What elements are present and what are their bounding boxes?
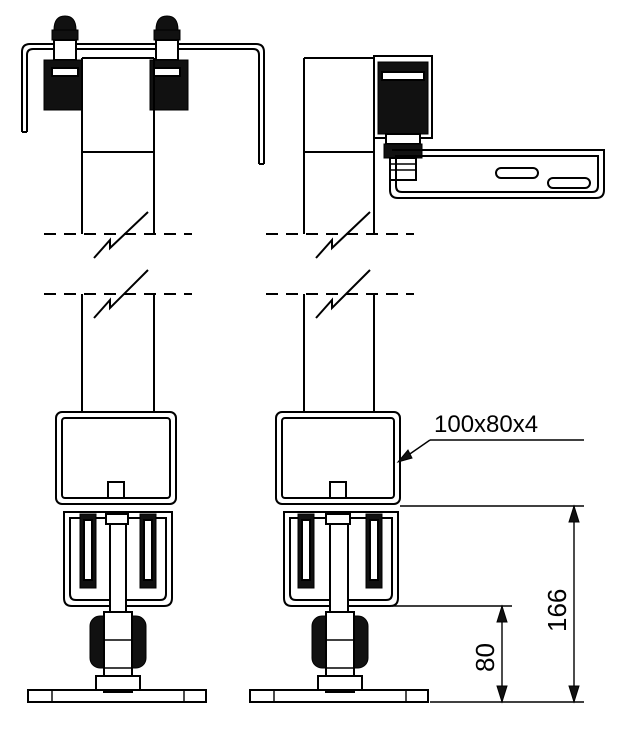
dimension-lower-label: 80 [470,643,500,672]
side-carriage [283,511,399,693]
front-carriage [63,511,173,693]
side-top-guide [373,55,605,199]
side-post-upper [303,57,375,234]
front-post-upper [81,57,155,234]
front-break-lines [44,211,192,319]
dimension-total: 166 [400,504,584,704]
profile-callout: 100x80x4 [396,411,584,463]
profile-size-label: 100x80x4 [434,411,538,438]
front-profile [55,411,177,505]
front-view [21,15,265,703]
front-base-plate [27,689,207,703]
dimension-total-label: 166 [542,589,572,632]
side-profile [275,411,401,505]
front-post-lower [81,294,155,412]
side-break-lines [266,211,414,319]
dimension-lower: 80 [392,604,512,704]
side-base-plate [249,689,429,703]
side-view [249,55,605,703]
side-post-lower [303,294,375,412]
front-top-guide [21,15,265,165]
